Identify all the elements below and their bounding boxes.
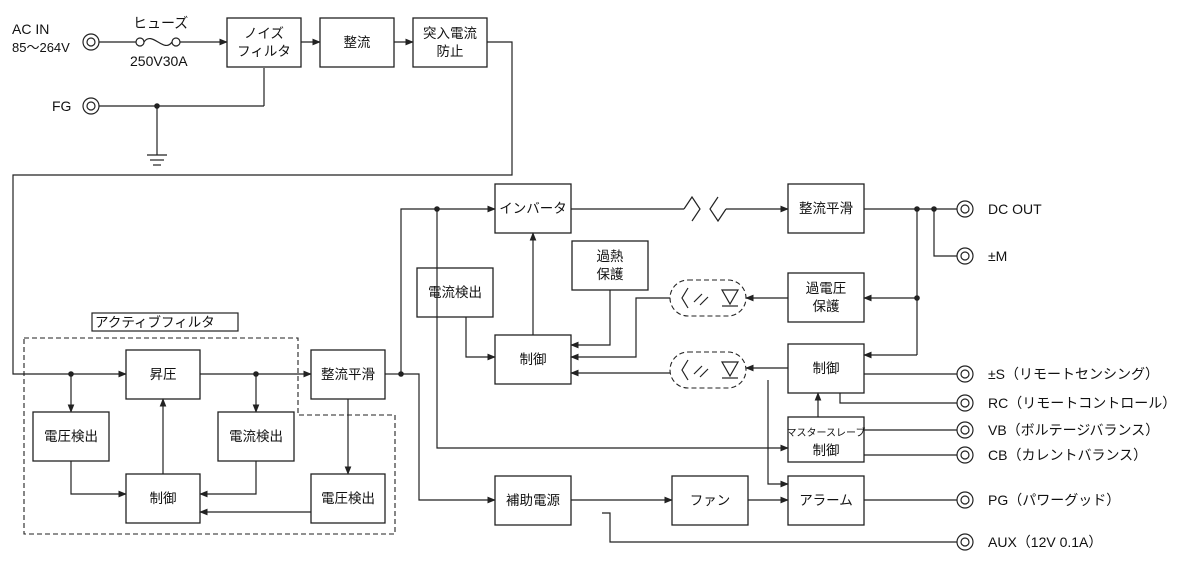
master-slave-block xyxy=(787,416,865,463)
rectifier-label: 整流 xyxy=(344,35,371,51)
overvoltage-label-1: 過電圧 xyxy=(806,281,847,297)
overheat-label-2: 保護 xyxy=(597,267,625,283)
fg-label: FG xyxy=(52,98,71,114)
control-a-block xyxy=(125,473,201,524)
terminal-dc-out xyxy=(956,200,974,218)
active-filter-title: アクティブフィルタ xyxy=(95,314,215,330)
ground-symbol xyxy=(99,68,265,166)
output-dc-out-label: DC OUT xyxy=(988,201,1042,217)
output-rc-label: RC（リモートコントロール） xyxy=(988,395,1176,411)
voltage-detect-a-block xyxy=(32,411,110,462)
active-filter-title-box xyxy=(91,312,239,332)
noise-filter-block xyxy=(226,17,302,68)
output-pg-label: PG（パワーグッド） xyxy=(988,492,1120,508)
overheat-block xyxy=(571,240,649,291)
current-detect-b-block xyxy=(416,267,494,318)
output-cb-label: CB（カレントバランス） xyxy=(988,447,1147,463)
output-s-label: ±S（リモートセンシング） xyxy=(988,366,1159,382)
inrush-label-1: 突入電流 xyxy=(423,26,477,42)
terminal-ac-in xyxy=(82,33,100,51)
boost-label: 昇圧 xyxy=(150,367,177,383)
rect-smooth-a-block xyxy=(310,349,386,400)
control-a-label: 制御 xyxy=(150,491,177,507)
voltage-detect-b-block xyxy=(310,473,386,524)
current-detect-a-label: 電流検出 xyxy=(229,429,283,445)
fan-label: ファン xyxy=(690,493,731,509)
fan-block xyxy=(671,475,749,526)
rect-smooth-b-label: 整流平滑 xyxy=(799,201,853,217)
fuse-rating: 250V30A xyxy=(130,53,188,69)
output-m-label: ±M xyxy=(988,248,1007,264)
overvoltage-block xyxy=(787,272,865,323)
inverter-label: インバータ xyxy=(499,201,567,217)
optocoupler-upper xyxy=(669,279,747,317)
rect-smooth-b-block xyxy=(787,183,865,234)
overheat-label-1: 過熱 xyxy=(597,249,625,265)
terminal-vb xyxy=(956,421,974,439)
control-b-label: 制御 xyxy=(520,352,547,368)
master-slave-label-2: 制御 xyxy=(813,443,840,459)
noise-filter-label-2: フィルタ xyxy=(237,44,291,60)
output-aux-label: AUX（12V 0.1A） xyxy=(988,534,1102,550)
active-filter-boundary xyxy=(23,337,396,535)
ac-in-range: 85～264V xyxy=(12,40,70,55)
terminal-aux xyxy=(956,533,974,551)
alarm-block xyxy=(787,475,865,526)
fuse-symbol xyxy=(99,37,228,47)
voltage-detect-a-label: 電圧検出 xyxy=(44,429,98,445)
terminal-cb xyxy=(956,446,974,464)
terminal-pg xyxy=(956,491,974,509)
terminal-m xyxy=(956,247,974,265)
output-vb-label: VB（ボルテージバランス） xyxy=(988,422,1159,438)
overvoltage-label-2: 保護 xyxy=(813,299,841,315)
current-detect-b-label: 電流検出 xyxy=(428,285,482,301)
terminal-rc xyxy=(956,394,974,412)
control-b-block xyxy=(494,334,572,385)
optocoupler-lower xyxy=(669,351,747,389)
terminal-s xyxy=(956,365,974,383)
master-slave-label-1: マスタースレーブ xyxy=(787,426,866,439)
aux-power-block xyxy=(494,475,572,526)
ac-in-label: AC IN xyxy=(12,21,49,37)
voltage-detect-b-label: 電圧検出 xyxy=(321,491,375,507)
transformer-secondary xyxy=(709,196,727,223)
terminal-fg xyxy=(82,97,100,115)
rectifier-block xyxy=(319,17,395,68)
fuse-label: ヒューズ xyxy=(133,15,188,31)
transformer-primary xyxy=(683,195,701,222)
rect-smooth-a-label: 整流平滑 xyxy=(321,367,375,383)
control-c-block xyxy=(787,343,865,394)
inrush-label-2: 防止 xyxy=(437,44,464,60)
current-detect-a-block xyxy=(217,411,295,462)
inrush-block xyxy=(412,17,488,68)
aux-power-label: 補助電源 xyxy=(506,493,560,509)
control-c-label: 制御 xyxy=(813,361,840,377)
noise-filter-label-1: ノイズ xyxy=(244,26,284,42)
alarm-label: アラーム xyxy=(799,493,853,509)
